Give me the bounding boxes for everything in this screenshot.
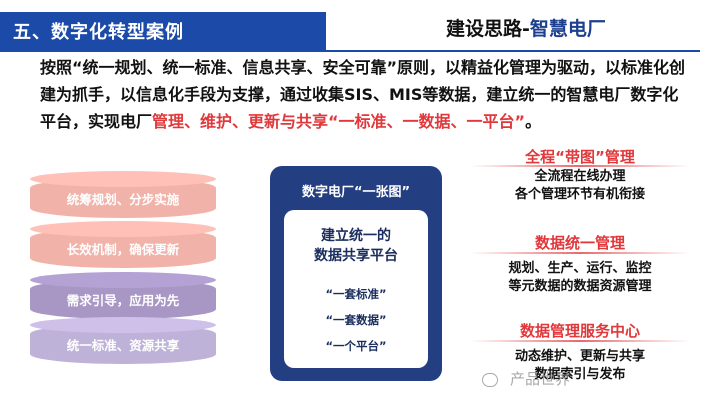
intro-text: 按照“统一规划、统一标准、信息共享、安全可靠”原则，以精益化管理为驱动，以标准化… (40, 58, 686, 131)
principle-label: 统一标准、资源共享 (66, 337, 180, 353)
feature-line: 各个管理环节有机衔接 (514, 187, 645, 202)
feature-divider (470, 340, 690, 342)
section-title: 五、数字化转型案例 (13, 22, 184, 43)
platform-item: “一套标准” (325, 287, 387, 301)
feature-heading: 全程“带图”管理 (525, 148, 635, 166)
watermark: 产品世界 (482, 368, 570, 389)
principle-label: 需求引导，应用为先 (66, 292, 180, 308)
section-title-bar: 五、数字化转型案例 (0, 12, 326, 50)
principle-cylinder: 统筹规划、分步实施 (30, 178, 216, 218)
platform-title-line: 建立统一的 (321, 228, 391, 244)
feature-heading: 数据统一管理 (534, 234, 625, 252)
slide-title: 建设思路-智慧电厂 (446, 14, 606, 41)
feature-line: 动态维护、更新与共享 (514, 349, 645, 364)
header-divider (0, 50, 700, 52)
feature-text: 全流程在线办理 各个管理环节有机衔接 (468, 168, 692, 204)
principle-label: 长效机制，确保更新 (66, 241, 180, 257)
slide-title-dash: - (522, 18, 530, 40)
watermark-text: 产品世界 (510, 370, 571, 388)
wechat-icon (482, 372, 498, 387)
intro-end: 。 (525, 112, 542, 131)
feature-text: 动态维护、更新与共享 数据索引与发布 (468, 348, 692, 384)
feature-heading: 数据管理服务中心 (519, 322, 640, 340)
slide-title-rest: 智慧电厂 (529, 18, 606, 40)
principle-cylinder: 统一标准、资源共享 (30, 324, 216, 364)
feature-line: 全流程在线办理 (534, 169, 626, 184)
feature-line: 等元数据的数据资源管理 (508, 279, 652, 294)
one-map-panel: 数字电厂“一张图” 建立统一的 数据共享平台 “一套标准” “一套数据” “一个… (270, 166, 442, 381)
feature-text: 规划、生产、运行、监控 等元数据的数据资源管理 (468, 260, 692, 296)
platform-item: “一个平台” (325, 339, 387, 353)
principle-cylinder: 长效机制，确保更新 (30, 228, 216, 268)
feature-divider (470, 252, 690, 254)
principle-cylinder: 需求引导，应用为先 (30, 279, 216, 319)
platform-card: 建立统一的 数据共享平台 “一套标准” “一套数据” “一个平台” (284, 210, 428, 368)
slide-title-prefix: 建设思路 (446, 18, 523, 40)
principle-label: 统筹规划、分步实施 (66, 191, 180, 207)
intro-paragraph: 按照“统一规划、统一标准、信息共享、安全可靠”原则，以精益化管理为驱动，以标准化… (40, 54, 690, 135)
platform-title: 建立统一的 数据共享平台 (284, 226, 428, 266)
feature-line: 数据索引与发布 (534, 367, 626, 382)
intro-highlight: 管理、维护、更新与共享“一标准、一数据、一平台” (152, 112, 526, 131)
platform-item: “一套数据” (325, 313, 387, 327)
feature-divider (470, 165, 690, 167)
platform-title-line: 数据共享平台 (314, 248, 398, 264)
panel-title: 数字电厂“一张图” (301, 185, 411, 200)
feature-line: 规划、生产、运行、监控 (508, 261, 652, 276)
